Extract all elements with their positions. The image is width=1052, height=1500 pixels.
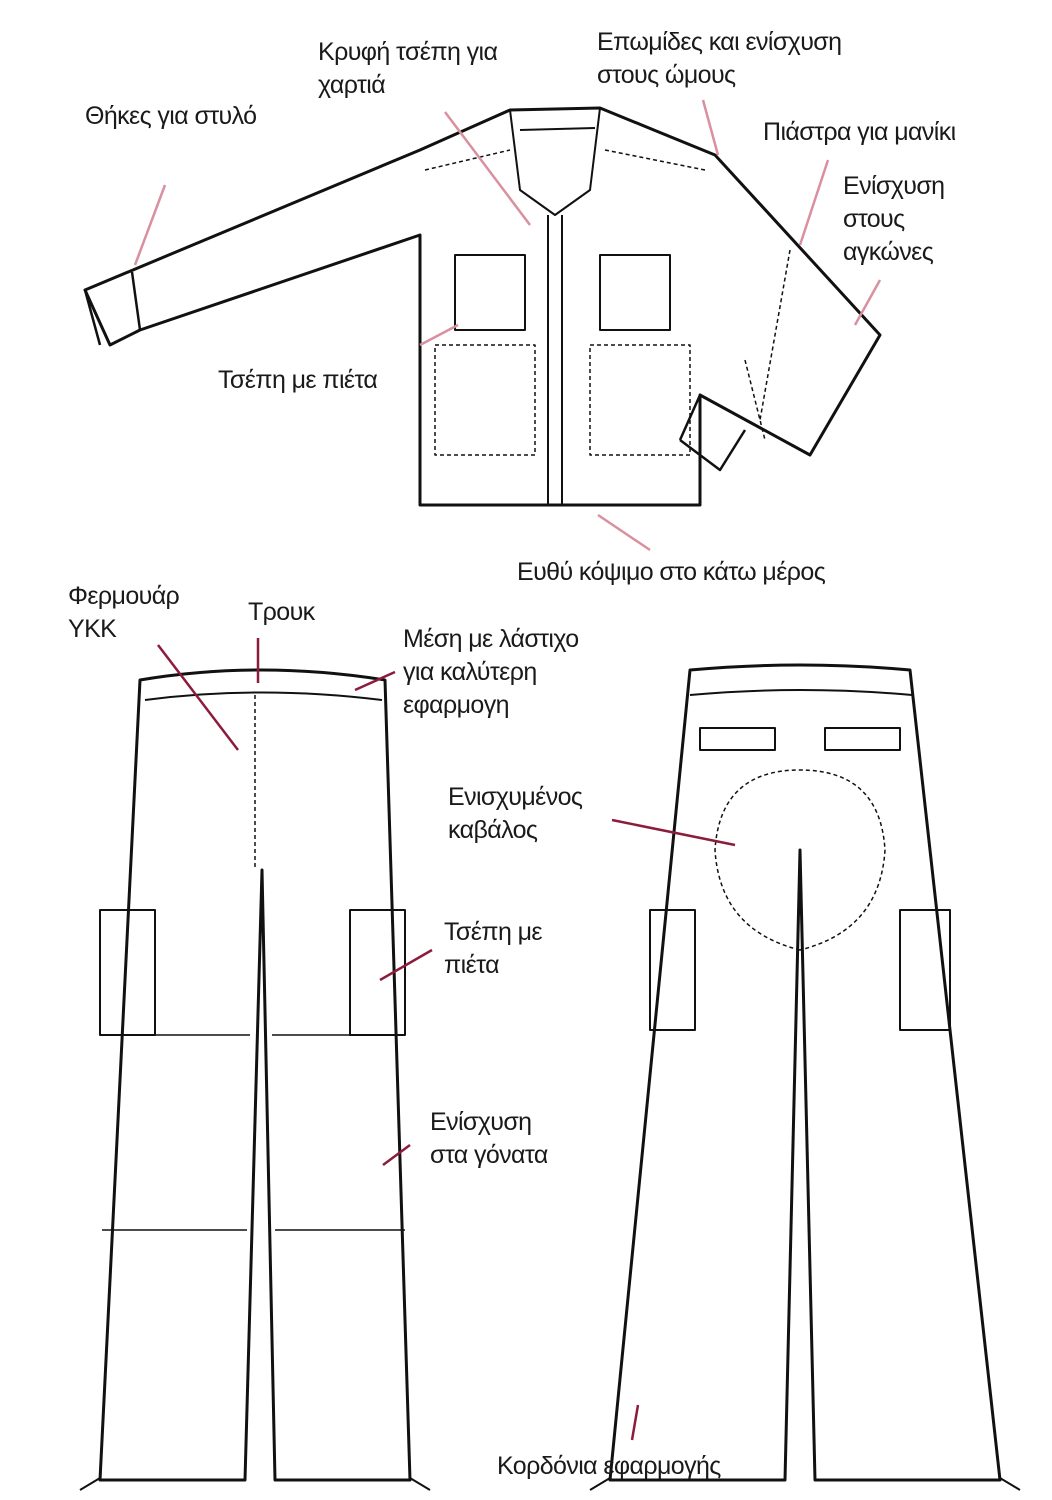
shirt-lower-left-pocket bbox=[434, 344, 536, 456]
shirt-left-cuff bbox=[83, 271, 142, 346]
leader-hidden-pocket bbox=[444, 111, 531, 226]
front-waistband bbox=[144, 691, 383, 701]
leader-drawstrings bbox=[630, 1404, 640, 1441]
label-drawstrings: Κορδόνια εφαρμογής bbox=[497, 1450, 721, 1483]
back-left-cargo-pocket bbox=[649, 909, 696, 1031]
label-knee-reinforcement: Ενίσχυση στα γόνατα bbox=[430, 1106, 548, 1172]
leader-pen-holders bbox=[133, 184, 167, 266]
leader-waist bbox=[354, 670, 396, 692]
label-text: χαρτιά bbox=[318, 71, 386, 99]
leader-hem bbox=[597, 513, 651, 552]
shirt-yoke bbox=[424, 149, 706, 171]
back-right-cargo-pocket bbox=[899, 909, 951, 1031]
label-reinforced-seat: Ενισχυμένος καβάλος bbox=[448, 781, 583, 847]
label-text: Ενίσχυση bbox=[843, 172, 945, 200]
label-text: αγκώνες bbox=[843, 238, 934, 266]
shirt-sleeve-detail bbox=[744, 249, 791, 441]
back-drawstrings bbox=[589, 1477, 1021, 1491]
back-seat-patch bbox=[714, 769, 886, 951]
label-text: YKK bbox=[68, 615, 117, 643]
leader-shirt-pocket bbox=[419, 323, 459, 347]
label-text: Θήκες για στυλό bbox=[85, 102, 257, 130]
shirt-right-pocket bbox=[599, 254, 671, 331]
leader-knee bbox=[382, 1143, 411, 1167]
shirt-collar bbox=[509, 107, 601, 216]
shirt-right-cuff bbox=[678, 394, 747, 472]
label-text: στα γόνατα bbox=[430, 1141, 548, 1169]
shirt-lower-right-pocket bbox=[589, 344, 691, 456]
leader-zipper bbox=[157, 644, 239, 751]
label-pants-pleat-pocket: Τσέπη με πιέτα bbox=[444, 916, 543, 982]
label-epaulettes: Επωμίδες και ενίσχυση στους ώμους bbox=[597, 26, 842, 92]
label-text: Τσέπη με πιέτα bbox=[218, 366, 378, 394]
label-text: για καλύτερη bbox=[403, 658, 537, 686]
front-knee-patch bbox=[102, 1034, 405, 1231]
shirt-placket bbox=[547, 215, 563, 505]
label-text: Ενίσχυση bbox=[430, 1108, 532, 1136]
label-text: πιέτα bbox=[444, 951, 500, 979]
back-pants-outline bbox=[608, 663, 1002, 1482]
label-text: Τσέπη με bbox=[444, 918, 543, 946]
label-text: Επωμίδες και ενίσχυση bbox=[597, 28, 842, 56]
shirt-outline bbox=[83, 106, 882, 507]
label-text: Κορδόνια εφαρμογής bbox=[497, 1452, 721, 1480]
shirt-left-pocket bbox=[454, 254, 526, 331]
label-text: Μέση με λάστιχο bbox=[403, 625, 579, 653]
leader-seat bbox=[611, 818, 736, 847]
front-pants-outline bbox=[98, 668, 412, 1482]
label-text: Κρυφή τσέπη για bbox=[318, 38, 498, 66]
label-elbow-reinforcement: Ενίσχυση στους αγκώνες bbox=[843, 170, 945, 269]
label-text: καβάλος bbox=[448, 816, 538, 844]
label-hidden-pocket: Κρυφή τσέπη για χαρτιά bbox=[318, 36, 498, 102]
label-text: Ευθύ κόψιμο στο κάτω μέρος bbox=[517, 558, 826, 586]
label-text: Φερμουάρ bbox=[68, 582, 180, 610]
label-text: στους ώμους bbox=[597, 61, 736, 89]
front-drawstrings bbox=[79, 1477, 431, 1491]
label-text: Πιάστρα για μανίκι bbox=[763, 118, 956, 146]
label-text: Ενισχυμένος bbox=[448, 783, 583, 811]
label-pen-holders: Θήκες για στυλό bbox=[85, 100, 257, 133]
leader-pants-pocket bbox=[379, 948, 433, 982]
label-sleeve-tab: Πιάστρα για μανίκι bbox=[763, 116, 956, 149]
label-straight-hem: Ευθύ κόψιμο στο κάτω μέρος bbox=[517, 556, 826, 589]
label-shirt-pleat-pocket: Τσέπη με πιέτα bbox=[218, 364, 378, 397]
back-right-pocket bbox=[824, 727, 901, 751]
label-text: εφαρμογη bbox=[403, 691, 510, 719]
leader-sleeve-tab bbox=[798, 159, 830, 246]
back-waistband bbox=[689, 689, 913, 696]
label-elastic-waist: Μέση με λάστιχο για καλύτερη εφαρμογη bbox=[403, 623, 579, 722]
leader-epaulettes bbox=[701, 99, 720, 156]
label-text: στους bbox=[843, 205, 905, 233]
label-snap: Τρουκ bbox=[248, 596, 315, 629]
leader-elbow bbox=[853, 279, 882, 326]
label-text: Τρουκ bbox=[248, 598, 315, 626]
back-left-pocket bbox=[699, 727, 776, 751]
